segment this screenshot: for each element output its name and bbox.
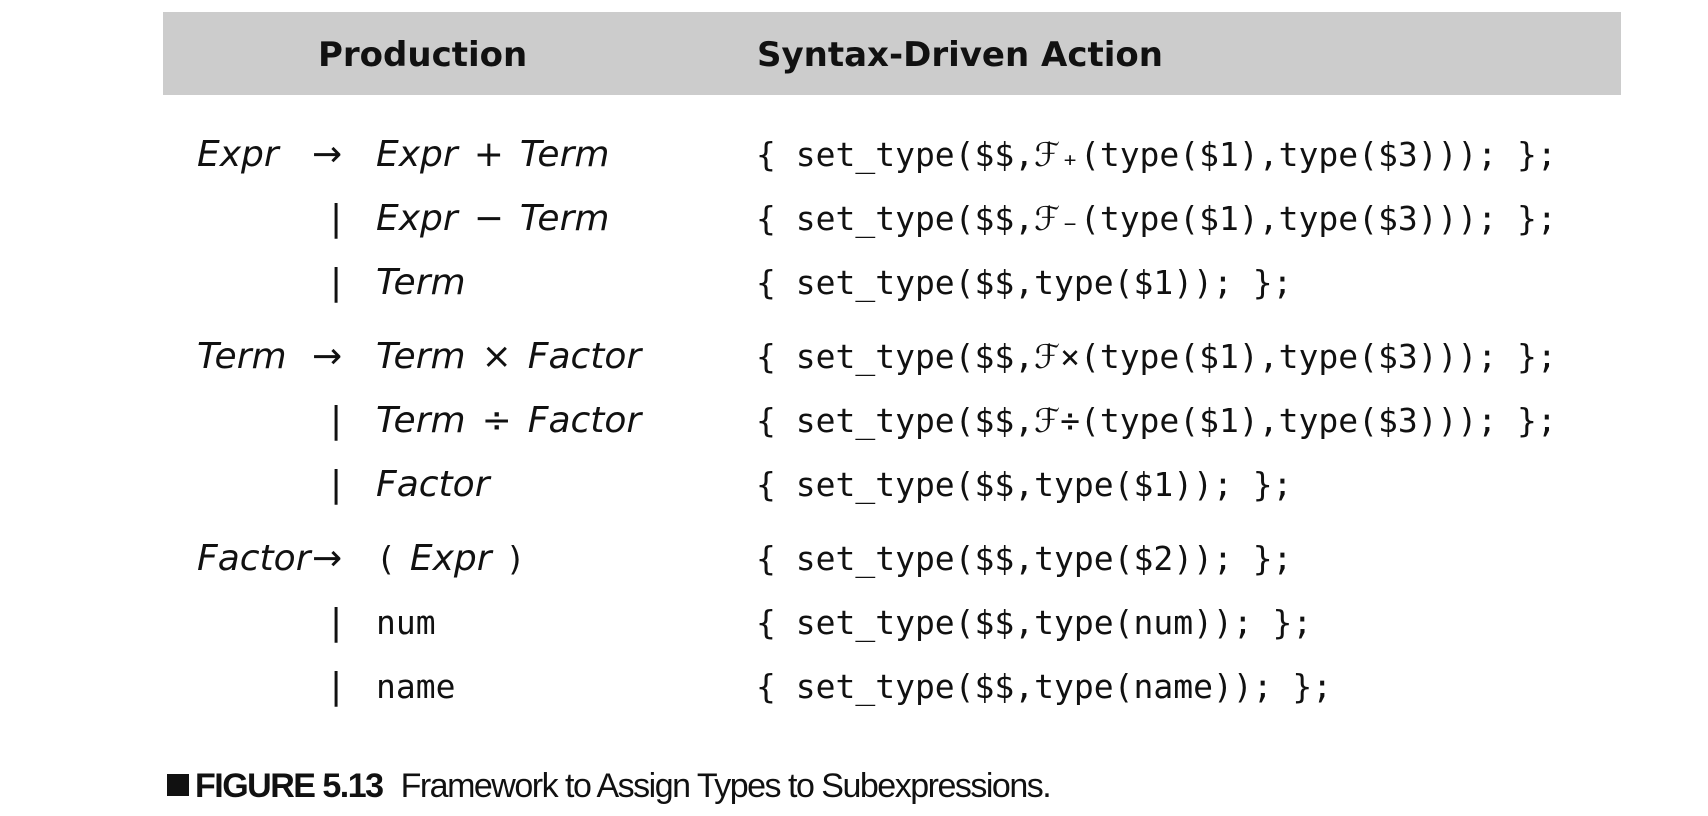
- table-row: Factor→ ( Expr) { set_type($$,type($2)); };: [0, 532, 1708, 586]
- alternative-bar: |: [330, 666, 343, 707]
- terminal-token: ): [505, 539, 526, 578]
- nonterminal: Term: [376, 400, 466, 441]
- syntax-driven-action: { set_type($$,type(num)); };: [756, 603, 1313, 642]
- production-rhs: Term: [376, 256, 466, 310]
- derives-arrow: →: [312, 538, 343, 579]
- caption-square-icon: [167, 774, 189, 797]
- operator-symbol: ÷: [481, 400, 512, 441]
- syntax-driven-action: { set_type($$,type($1)); };: [756, 263, 1293, 302]
- figure-number: FIGURE 5.13: [195, 767, 384, 805]
- table-row: Expr → Expr + Term { set_type($$,ℱ₊(type($1),…: [0, 128, 1708, 182]
- action-column-header: Syntax-Driven Action: [757, 35, 1163, 75]
- terminal-token: name: [376, 667, 456, 706]
- syntax-driven-action: { set_type($$,ℱ÷(type($1),type($3))); };: [756, 401, 1557, 440]
- production-rhs: num: [376, 596, 436, 650]
- syntax-driven-action: { set_type($$,type($2)); };: [756, 539, 1293, 578]
- syntax-driven-action: { set_type($$,ℱ₋(type($1),type($3))); };: [756, 199, 1557, 238]
- table-row: Term → Term × Factor { set_type($$,ℱ×(type($1…: [0, 330, 1708, 384]
- syntax-driven-action: { set_type($$,type(name)); };: [756, 667, 1333, 706]
- nonterminal: Term: [519, 198, 610, 239]
- table-row: | name { set_type($$,type(name)); };: [0, 660, 1708, 714]
- table-header-bar: [163, 12, 1621, 95]
- production-column-header: Production: [318, 35, 528, 75]
- alternative-bar: |: [330, 602, 343, 643]
- production-rhs: ( Expr): [376, 532, 525, 586]
- nonterminal: Factor: [376, 464, 490, 505]
- syntax-driven-action: { set_type($$,ℱ₊(type($1),type($3))); };: [756, 135, 1557, 174]
- table-row: | num { set_type($$,type(num)); };: [0, 596, 1708, 650]
- nonterminal: Expr: [376, 134, 458, 175]
- grammar-table: Expr → Expr + Term { set_type($$,ℱ₊(type($1),…: [0, 128, 1708, 707]
- nonterminal: Factor: [527, 400, 642, 441]
- derives-arrow: →: [312, 134, 343, 175]
- production-rhs: name: [376, 660, 455, 714]
- production-rhs: Term × Factor: [376, 330, 641, 384]
- figure-caption: FIGURE 5.13 Framework to Assign Types to …: [167, 764, 1052, 808]
- alternative-bar: |: [330, 262, 343, 303]
- nonterminal: Term: [376, 262, 466, 303]
- operator-symbol: −: [473, 198, 504, 239]
- caption-text: Framework to Assign Types to Subexpressi…: [400, 767, 1052, 805]
- nonterminal: Term: [519, 134, 610, 175]
- nonterminal: Expr: [409, 538, 492, 579]
- operator-symbol: ×: [481, 336, 512, 377]
- production-rhs: Factor: [376, 458, 490, 512]
- production-rhs: Term ÷ Factor: [376, 394, 641, 448]
- table-row: | Term ÷ Factor { set_type($$,ℱ÷(type($1),ty…: [0, 394, 1708, 448]
- table-row: | Expr−Term { set_type($$,ℱ₋(type($1),type…: [0, 192, 1708, 246]
- production-rhs: Expr−Term: [376, 192, 609, 246]
- production-lhs: Term: [197, 336, 287, 377]
- derives-arrow: →: [312, 336, 343, 377]
- table-row: | Factor { set_type($$,type($1)); };: [0, 458, 1708, 512]
- terminal-token: (: [376, 539, 396, 578]
- production-lhs: Factor: [197, 538, 311, 579]
- alternative-bar: |: [330, 464, 343, 505]
- nonterminal: Term: [376, 336, 466, 377]
- syntax-driven-action: { set_type($$,ℱ×(type($1),type($3))); };: [756, 337, 1557, 376]
- nonterminal: Expr: [376, 198, 458, 239]
- alternative-bar: |: [330, 400, 343, 441]
- terminal-token: num: [376, 603, 436, 642]
- production-rhs: Expr + Term: [376, 128, 609, 182]
- table-row: | Term { set_type($$,type($1)); };: [0, 256, 1708, 310]
- production-lhs: Expr: [197, 134, 279, 175]
- operator-symbol: +: [473, 134, 504, 175]
- nonterminal: Factor: [527, 336, 642, 377]
- alternative-bar: |: [330, 198, 343, 239]
- syntax-driven-action: { set_type($$,type($1)); };: [756, 465, 1293, 504]
